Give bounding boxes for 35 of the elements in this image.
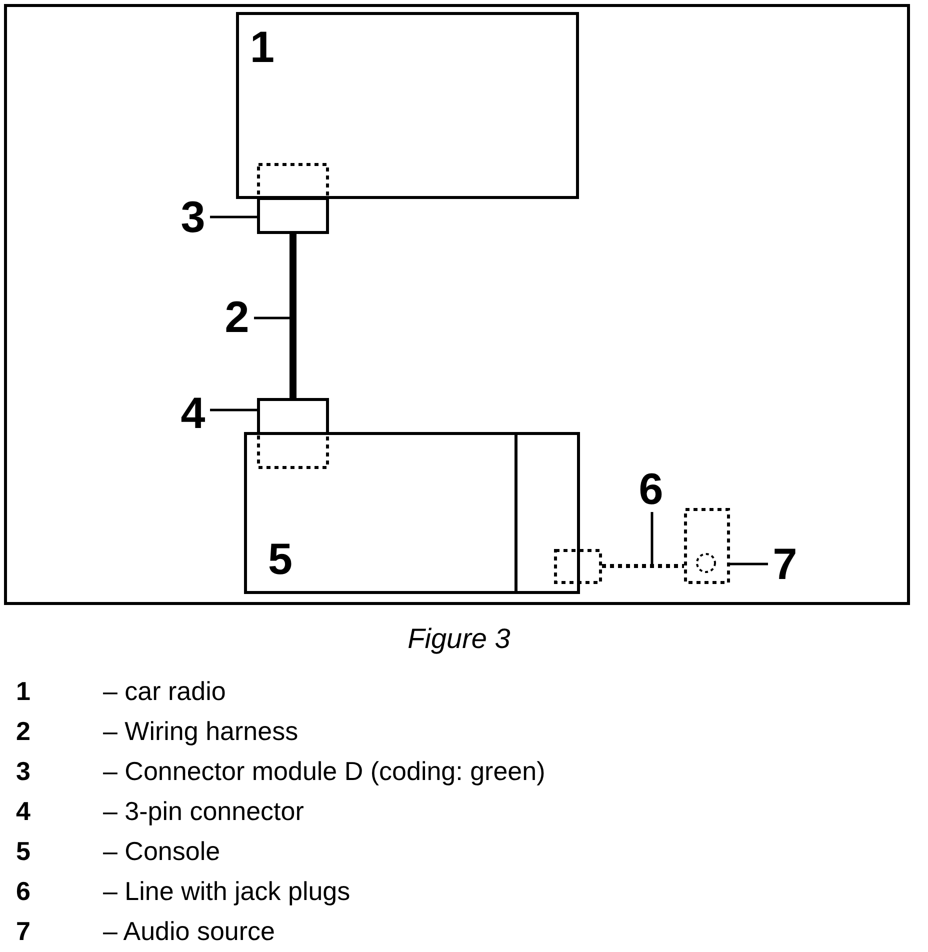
callout-number: 7 — [768, 543, 802, 587]
leader-line — [730, 562, 768, 566]
key-number: 6 — [16, 876, 30, 906]
callout-number: 4 — [176, 392, 210, 436]
connector-box — [257, 398, 329, 469]
callout-number: 3 — [176, 196, 210, 240]
key-description: – Wiring harness — [103, 716, 298, 746]
key-description: – Line with jack plugs — [103, 876, 350, 906]
key-number: 2 — [16, 716, 30, 746]
jack-plug-box — [554, 549, 602, 584]
leader-line — [210, 408, 257, 412]
key-description: – 3-pin connector — [103, 796, 304, 826]
car-radio-box — [236, 12, 579, 199]
key-number: 5 — [16, 836, 30, 866]
key-description: – Audio source — [103, 916, 276, 946]
leader-line — [210, 216, 257, 218]
key-description: – Connector module D (coding: green) — [103, 756, 546, 786]
key-number: 1 — [16, 676, 30, 706]
connector-box — [257, 163, 329, 234]
callout-number: 6 — [634, 468, 668, 512]
key-description: – car radio — [103, 676, 226, 706]
audio-source-box — [684, 508, 730, 584]
leader-line — [650, 512, 654, 564]
key-number: 4 — [16, 796, 30, 826]
callout-number: 1 — [250, 26, 274, 70]
callout-number: 5 — [268, 538, 292, 582]
jack-cable-line — [602, 564, 684, 568]
leader-line — [254, 316, 290, 320]
key-description: – Console — [103, 836, 220, 866]
callout-number: 2 — [220, 296, 254, 340]
key-number: 7 — [16, 916, 30, 946]
wiring-harness-line — [290, 234, 296, 398]
console-box — [244, 432, 580, 594]
figure-caption: Figure 3 — [406, 624, 512, 654]
key-number: 3 — [16, 756, 30, 786]
